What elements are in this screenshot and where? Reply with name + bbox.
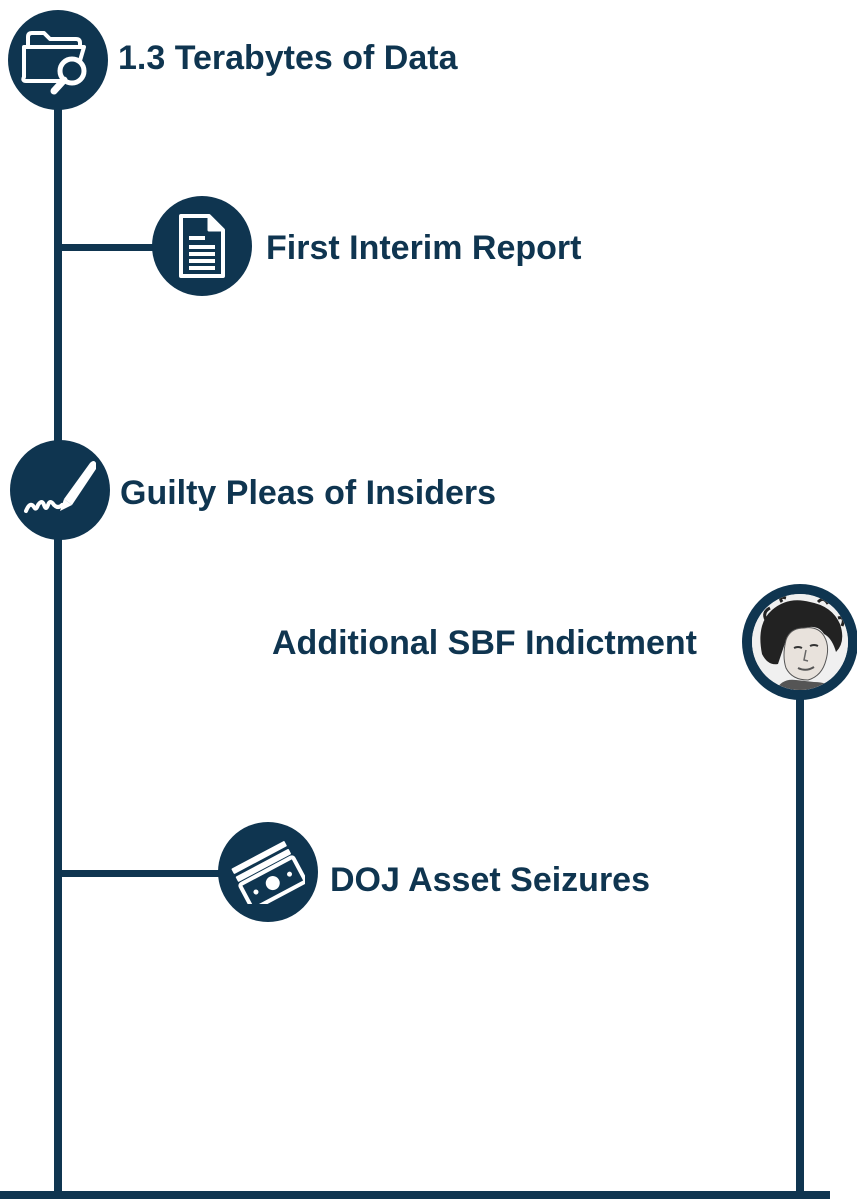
branch-connector-interim-report [58,244,168,251]
event-node-interim-report [152,196,252,296]
secondary-timeline-line [796,680,804,1199]
event-label-interim-report: First Interim Report [266,229,582,267]
cash-icon [231,840,305,904]
event-label-asset-seizures: DOJ Asset Seizures [330,861,650,899]
portrait-photo [752,594,848,690]
event-label-guilty-pleas: Guilty Pleas of Insiders [120,474,497,512]
signature-pen-icon [20,455,100,525]
event-node-terabytes [8,10,108,110]
document-icon [177,214,227,278]
main-timeline-line [54,80,62,1199]
event-node-guilty-pleas [10,440,110,540]
event-node-sbf-indictment [742,584,857,700]
folder-search-icon [20,25,96,95]
timeline-baseline [0,1191,830,1199]
branch-connector-asset-seizures [58,870,238,877]
event-label-terabytes: 1.3 Terabytes of Data [118,39,458,77]
event-label-sbf-indictment: Additional SBF Indictment [272,624,697,662]
event-node-asset-seizures [218,822,318,922]
